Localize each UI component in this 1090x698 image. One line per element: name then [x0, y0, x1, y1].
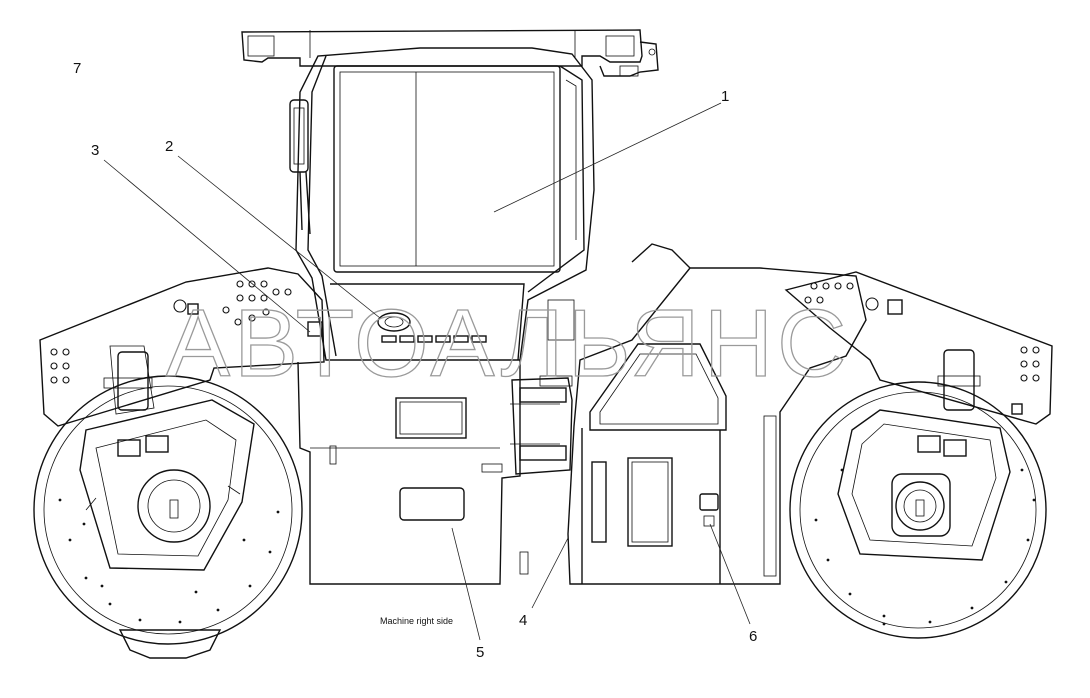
cab: [295, 47, 595, 361]
callout-7: 7: [73, 60, 81, 77]
leader-line-5: [451, 527, 481, 641]
callout-6: 6: [749, 628, 757, 645]
front-frame-plate: [784, 271, 1053, 425]
engine-housing: [567, 243, 867, 585]
leader-line-4: [531, 537, 569, 609]
drum-rivet-dots: [58, 468, 1036, 626]
view-caption: Machine right side: [380, 616, 453, 626]
leader-line-1: [493, 102, 722, 213]
front-drum: [789, 381, 1047, 639]
callout-5: 5: [476, 644, 484, 661]
articulation-joint: [510, 375, 573, 475]
callout-4: 4: [519, 612, 527, 629]
cab-vent-row: [381, 335, 487, 343]
callout-3: 3: [91, 142, 99, 159]
centre-housing: [297, 360, 529, 585]
watermark-text: АВТОАЛЬЯНС: [166, 290, 850, 397]
leader-line-3: [103, 159, 311, 333]
rear-drum: [33, 375, 303, 659]
leader-line-2: [177, 155, 381, 319]
cab-roof: [241, 29, 659, 77]
callout-1: 1: [721, 88, 729, 105]
side-mirror: [289, 99, 311, 235]
rear-frame-plate: [39, 267, 325, 427]
leader-line-6: [709, 523, 751, 625]
callout-2: 2: [165, 138, 173, 155]
leader-lines: [103, 102, 751, 641]
